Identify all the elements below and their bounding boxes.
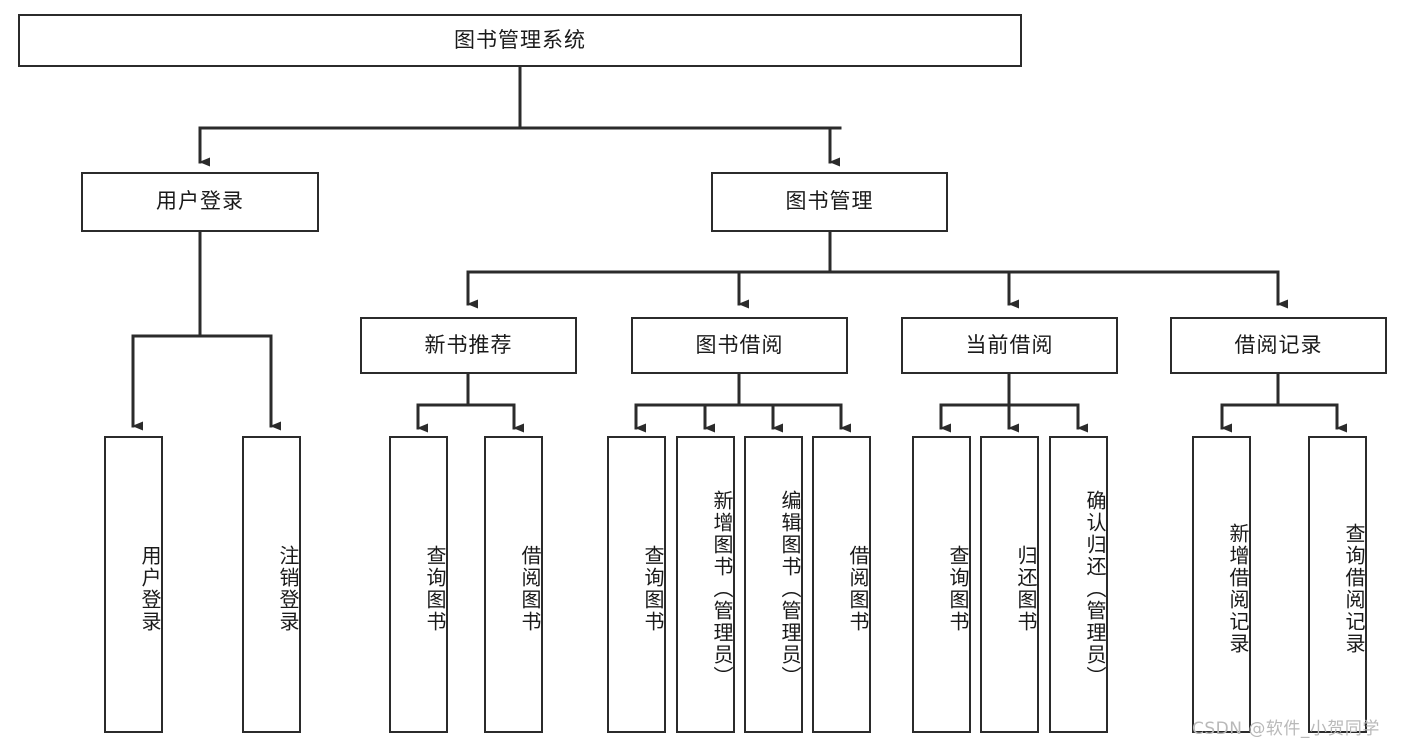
leaf-query-book-borrow[interactable]: 查询图书 [607,436,666,733]
node-root-book-management-system[interactable]: 图书管理系统 [18,14,1022,67]
node-label: 确认归还（管理员） [1083,489,1107,688]
node-label: 查询图书 [423,544,447,633]
node-label: 用户登录 [156,189,244,214]
leaf-borrow-book[interactable]: 借阅图书 [812,436,871,733]
node-user-login[interactable]: 用户登录 [81,172,319,232]
node-label: 用户登录 [138,544,162,633]
leaf-query-book-current[interactable]: 查询图书 [912,436,971,733]
leaf-user-login[interactable]: 用户登录 [104,436,163,733]
node-label: 图书借阅 [695,332,784,357]
node-book-borrowing[interactable]: 图书借阅 [631,317,848,374]
node-book-management[interactable]: 图书管理 [711,172,948,232]
node-new-book-recommendation[interactable]: 新书推荐 [360,317,577,374]
leaf-add-borrow-record[interactable]: 新增借阅记录 [1192,436,1251,733]
node-label: 注销登录 [276,544,300,633]
node-label: 查询图书 [641,544,665,633]
node-borrowing-records[interactable]: 借阅记录 [1170,317,1387,374]
node-label: 借阅图书 [518,544,542,633]
leaf-return-book[interactable]: 归还图书 [980,436,1039,733]
node-label: 图书管理系统 [454,27,586,52]
node-label: 查询图书 [946,544,970,633]
node-label: 新增借阅记录 [1226,522,1250,655]
node-label: 借阅图书 [846,544,870,633]
leaf-query-borrow-record[interactable]: 查询借阅记录 [1308,436,1367,733]
node-label: 归还图书 [1014,544,1038,633]
node-label: 查询借阅记录 [1342,522,1366,655]
node-label: 借阅记录 [1234,332,1323,357]
leaf-confirm-return-admin[interactable]: 确认归还（管理员） [1049,436,1108,733]
leaf-edit-book-admin[interactable]: 编辑图书（管理员） [744,436,803,733]
leaf-query-book-recommend[interactable]: 查询图书 [389,436,448,733]
leaf-borrow-book-recommend[interactable]: 借阅图书 [484,436,543,733]
node-label: 图书管理 [785,189,874,214]
node-label: 编辑图书（管理员） [778,489,802,688]
node-label: 新书推荐 [424,332,513,357]
leaf-logout[interactable]: 注销登录 [242,436,301,733]
leaf-add-book-admin[interactable]: 新增图书（管理员） [676,436,735,733]
node-label: 新增图书（管理员） [710,489,734,688]
node-label: 当前借阅 [965,332,1054,357]
node-current-borrowing[interactable]: 当前借阅 [901,317,1118,374]
csdn-watermark: CSDN @软件_小贺同学 [1192,719,1380,739]
